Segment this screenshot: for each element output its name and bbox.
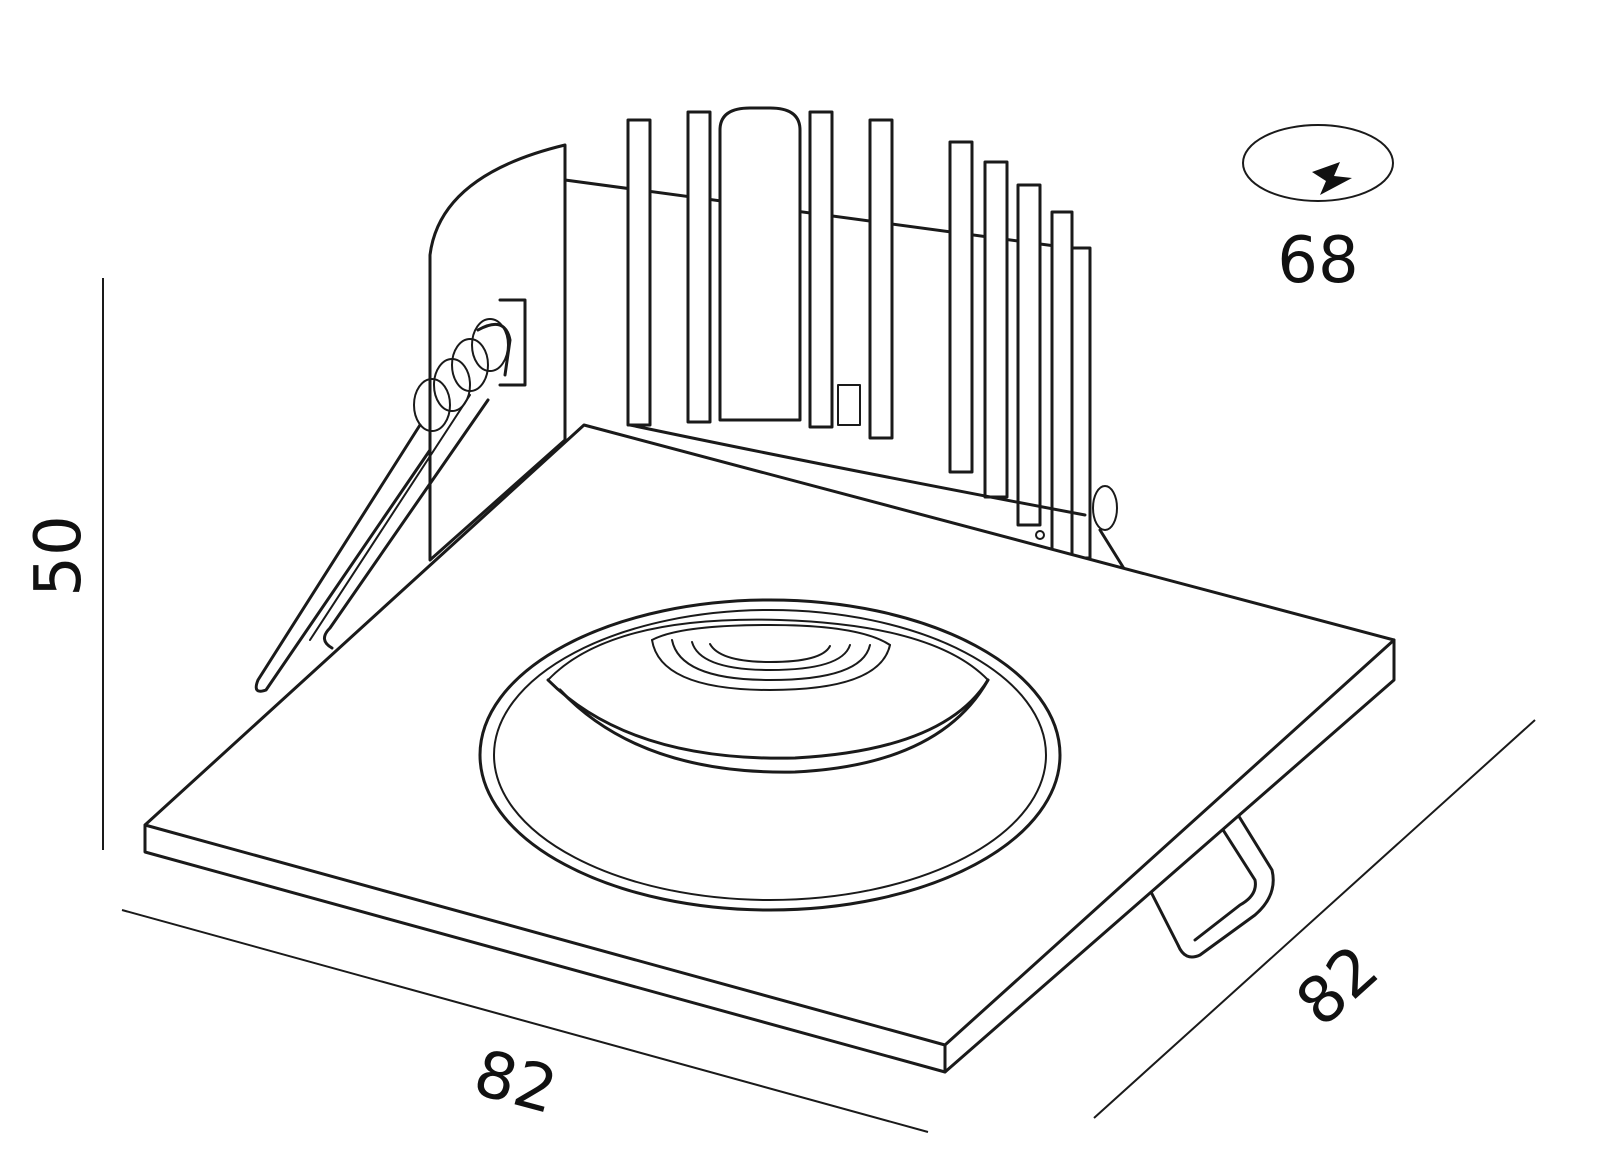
- front-width-label: 82: [467, 1036, 565, 1129]
- dimension-lines: [102, 278, 1536, 1133]
- cutout-label: 68: [1277, 224, 1358, 298]
- spring-clip-left: [254, 298, 527, 693]
- square-trim-plate: [143, 423, 1396, 1074]
- height-label: 50: [22, 515, 96, 596]
- heat-sink-fins: [626, 106, 1092, 560]
- side-width-dimension-line: [1093, 719, 1536, 1119]
- ellipse-with-arrow-icon: [1242, 124, 1394, 202]
- front-width-dimension-line: [121, 909, 929, 1133]
- lens-rings: [651, 624, 891, 691]
- aperture: [478, 598, 1062, 912]
- side-width-label: 82: [1283, 932, 1393, 1041]
